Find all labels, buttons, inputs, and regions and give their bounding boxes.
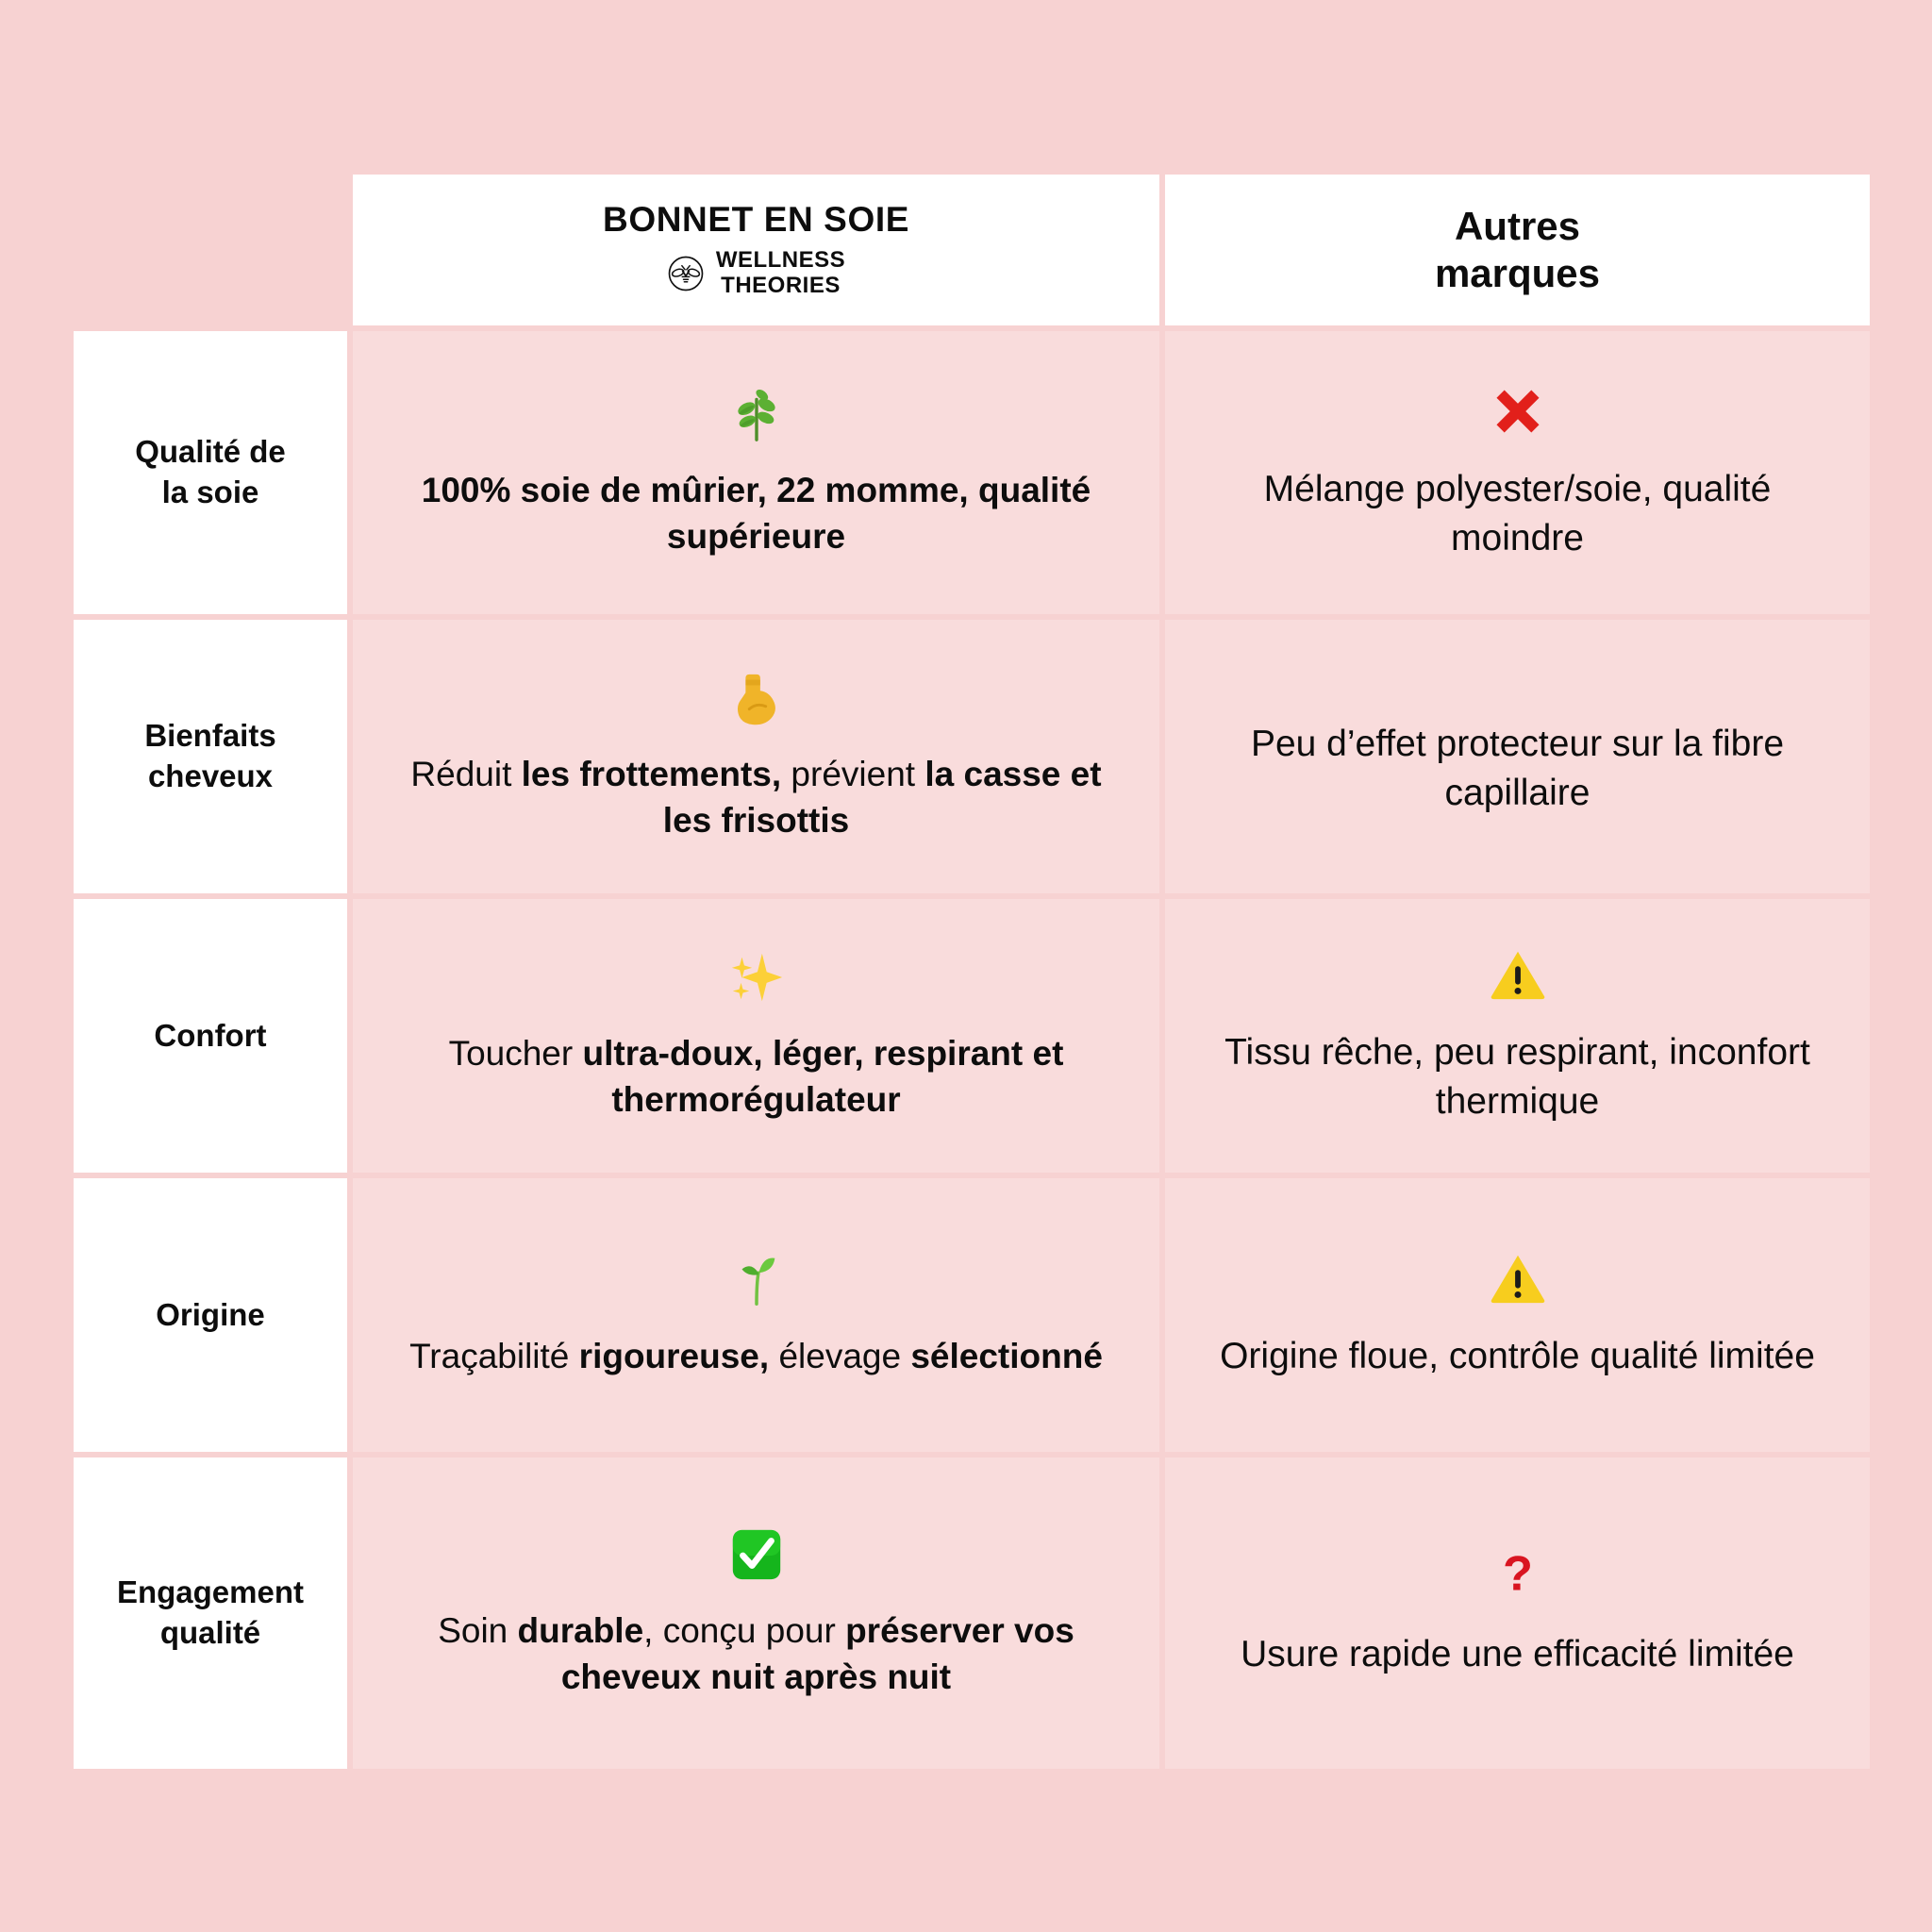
bee-in-circle-icon xyxy=(667,255,705,292)
brand-lockup: WELLNESS THEORIES xyxy=(667,248,845,299)
header-corner-spacer xyxy=(74,175,347,325)
header-product-title: BONNET EN SOIE xyxy=(603,199,909,239)
other-brands-line2: marques xyxy=(1434,251,1601,295)
seedling-emoji xyxy=(727,1251,786,1309)
cell-ours-qualite-de-la-soie: 100% soie de mûrier, 22 momme, qualité s… xyxy=(353,331,1159,614)
cell-theirs-bienfaits-cheveux: Peu d’effet protecteur sur la fibre capi… xyxy=(1165,620,1870,893)
cell-ours-confort: Toucher ultra-doux, léger, respirant et … xyxy=(353,899,1159,1173)
cell-ours-text: Réduit les frottements, prévient la cass… xyxy=(410,755,1102,840)
row-label-line2: qualité xyxy=(159,1615,261,1650)
cell-ours-bienfaits-cheveux: Réduit les frottements, prévient la cass… xyxy=(353,620,1159,893)
row-label-confort: Confort xyxy=(74,899,347,1173)
cell-theirs-text: Mélange polyester/soie, qualité moindre xyxy=(1263,468,1772,558)
cell-theirs-text: Peu d’effet protecteur sur la fibre capi… xyxy=(1250,723,1785,813)
brand-name-line2: THEORIES xyxy=(721,273,841,299)
flexed-biceps-emoji xyxy=(727,669,786,727)
row-label-line2: cheveux xyxy=(147,758,274,793)
other-brands-line1: Autres xyxy=(1454,203,1581,248)
warning-triangle-emoji xyxy=(1489,945,1547,1004)
cell-ours-origine: Traçabilité rigoureuse, élevage sélectio… xyxy=(353,1178,1159,1452)
red-cross-mark-emoji xyxy=(1489,382,1547,441)
header-our-product: BONNET EN SOIE WELLNESS THEORIES xyxy=(353,175,1159,325)
cell-ours-text: Traçabilité rigoureuse, élevage sélectio… xyxy=(409,1336,1103,1375)
row-label-line1: Origine xyxy=(156,1296,265,1332)
row-label-line2: la soie xyxy=(161,475,259,509)
row-label-qualite-de-la-soie: Qualité de la soie xyxy=(74,331,347,614)
row-label-line1: Qualité de xyxy=(135,434,286,470)
brand-name-line1: WELLNESS xyxy=(715,247,846,274)
cell-theirs-qualite-de-la-soie: Mélange polyester/soie, qualité moindre xyxy=(1165,331,1870,614)
cell-ours-text: Soin durable, conçu pour préserver vos c… xyxy=(438,1611,1074,1696)
row-label-line1: Bienfaits xyxy=(144,718,276,754)
header-other-brands: Autres marques xyxy=(1165,175,1870,325)
cell-theirs-origine: Origine floue, contrôle qualité limitée xyxy=(1165,1178,1870,1452)
herb-leaf-emoji xyxy=(727,385,786,443)
cell-theirs-text: Origine floue, contrôle qualité limitée xyxy=(1220,1335,1815,1376)
cell-ours-engagement-qualite: Soin durable, conçu pour préserver vos c… xyxy=(353,1457,1159,1769)
row-label-bienfaits-cheveux: Bienfaits cheveux xyxy=(74,620,347,893)
sparkles-emoji xyxy=(727,948,786,1007)
row-label-origine: Origine xyxy=(74,1178,347,1452)
cell-theirs-confort: Tissu rêche, peu respirant, inconfort th… xyxy=(1165,899,1870,1173)
row-label-line1: Engagement xyxy=(116,1574,305,1610)
comparison-table: BONNET EN SOIE WELLNESS THEORIES xyxy=(74,175,1870,1769)
header-other-brands-title: Autres marques xyxy=(1435,203,1600,298)
cell-theirs-text: Tissu rêche, peu respirant, inconfort th… xyxy=(1224,1031,1810,1122)
svg-text:?: ? xyxy=(1503,1547,1533,1602)
red-question-mark-emoji: ? xyxy=(1489,1547,1547,1606)
row-label-engagement-qualite: Engagement qualité xyxy=(74,1457,347,1769)
cell-ours-text: 100% soie de mûrier, 22 momme, qualité s… xyxy=(421,471,1091,556)
warning-triangle-emoji xyxy=(1489,1249,1547,1307)
brand-name: WELLNESS THEORIES xyxy=(716,248,845,299)
row-label-line1: Confort xyxy=(154,1017,267,1053)
cell-theirs-engagement-qualite: ? Usure rapide une efficacité limitée xyxy=(1165,1457,1870,1769)
cell-theirs-text: Usure rapide une efficacité limitée xyxy=(1241,1633,1794,1674)
cell-ours-text: Toucher ultra-doux, léger, respirant et … xyxy=(448,1034,1064,1119)
white-check-mark-emoji xyxy=(727,1525,786,1584)
